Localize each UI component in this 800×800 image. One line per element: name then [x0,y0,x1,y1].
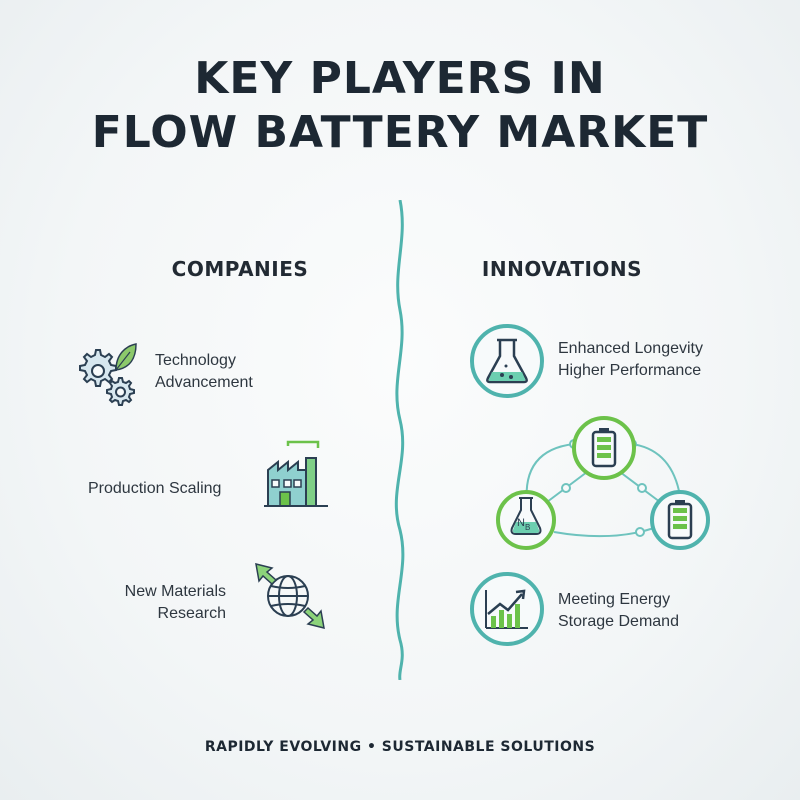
factory-icon [264,440,328,507]
growth-chart-icon [470,572,544,646]
footer-tagline: RAPIDLY EVOLVING • SUSTAINABLE SOLUTIONS [204,739,596,755]
wavy-divider [394,200,405,680]
companies-heading: COMPANIES [171,257,309,281]
globe-arrows-icon [255,562,325,630]
innovations-item-2-label: Meeting Energy Storage Demand [558,591,679,630]
nb-flask-node: N B [496,490,556,550]
nb-label-main: N [517,517,525,529]
page-title: KEY PLAYERS IN FLOW BATTERY MARKET [0,52,800,160]
gears-leaf-icon [79,343,137,406]
flask-icon [470,324,544,398]
title-line-1: KEY PLAYERS IN [194,53,606,104]
battery-network-diagram: N B [496,416,710,550]
innovations-heading: INNOVATIONS [481,257,643,281]
nb-label-sub: B [525,523,530,532]
innovations-item-1-label: Enhanced Longevity Higher Performance [558,340,703,379]
companies-item-2-label: Production Scaling [88,480,222,497]
battery-node-right [650,490,710,550]
title-line-2: FLOW BATTERY MARKET [91,107,709,158]
companies-item-3-label: New Materials Research [124,583,226,622]
battery-node-top [572,416,636,480]
companies-item-1-label: Technology Advancement [155,352,253,391]
